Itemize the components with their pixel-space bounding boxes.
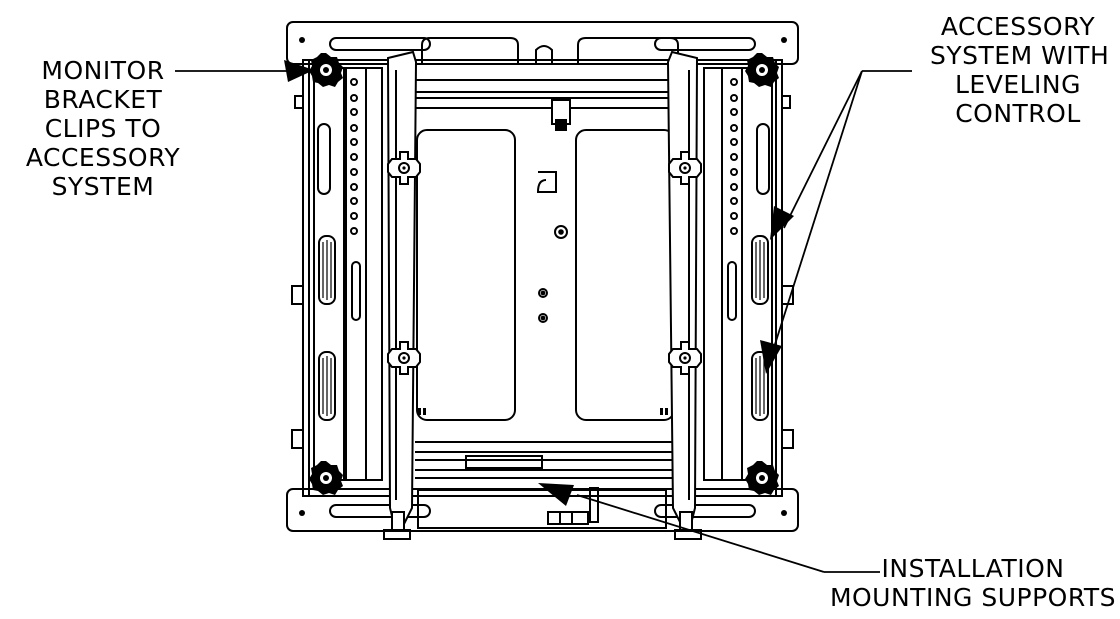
plate-corner-holes [299, 37, 787, 516]
callout-line: ACCESSORY [940, 12, 1096, 41]
callout-line: ACCESSORY [25, 143, 181, 172]
callout-installation: INSTALLATION MOUNTING SUPPORTS [828, 554, 1118, 612]
right-slot-pads [751, 235, 769, 421]
callout-line: LEVELING [955, 70, 1081, 99]
callout-accessory-system: ACCESSORY SYSTEM WITH LEVELING CONTROL [930, 12, 1110, 128]
callout-line: MONITOR [41, 56, 165, 85]
callout-line: BRACKET [43, 85, 163, 114]
callout-line: MOUNTING SUPPORTS [829, 583, 1117, 612]
small-labels-hh [418, 408, 668, 415]
callout-line: CLIPS TO [44, 114, 162, 143]
left-slot-pads [318, 235, 336, 421]
center-panels [415, 79, 675, 479]
callout-monitor-bracket: MONITOR BRACKET CLIPS TO ACCESSORY SYSTE… [12, 56, 194, 201]
wall-plate [286, 21, 799, 540]
leveling-knobs [309, 53, 779, 495]
callout-line: CONTROL [955, 99, 1081, 128]
left-vertical-rail [313, 67, 383, 481]
callout-line: SYSTEM [51, 172, 155, 201]
callout-line: INSTALLATION [881, 554, 1065, 583]
callout-line: SYSTEM WITH [930, 41, 1110, 70]
right-vertical-rail [703, 67, 773, 481]
leader-lines [175, 70, 912, 573]
arrowheads [284, 60, 794, 506]
arm-thumb-knobs [387, 151, 702, 375]
